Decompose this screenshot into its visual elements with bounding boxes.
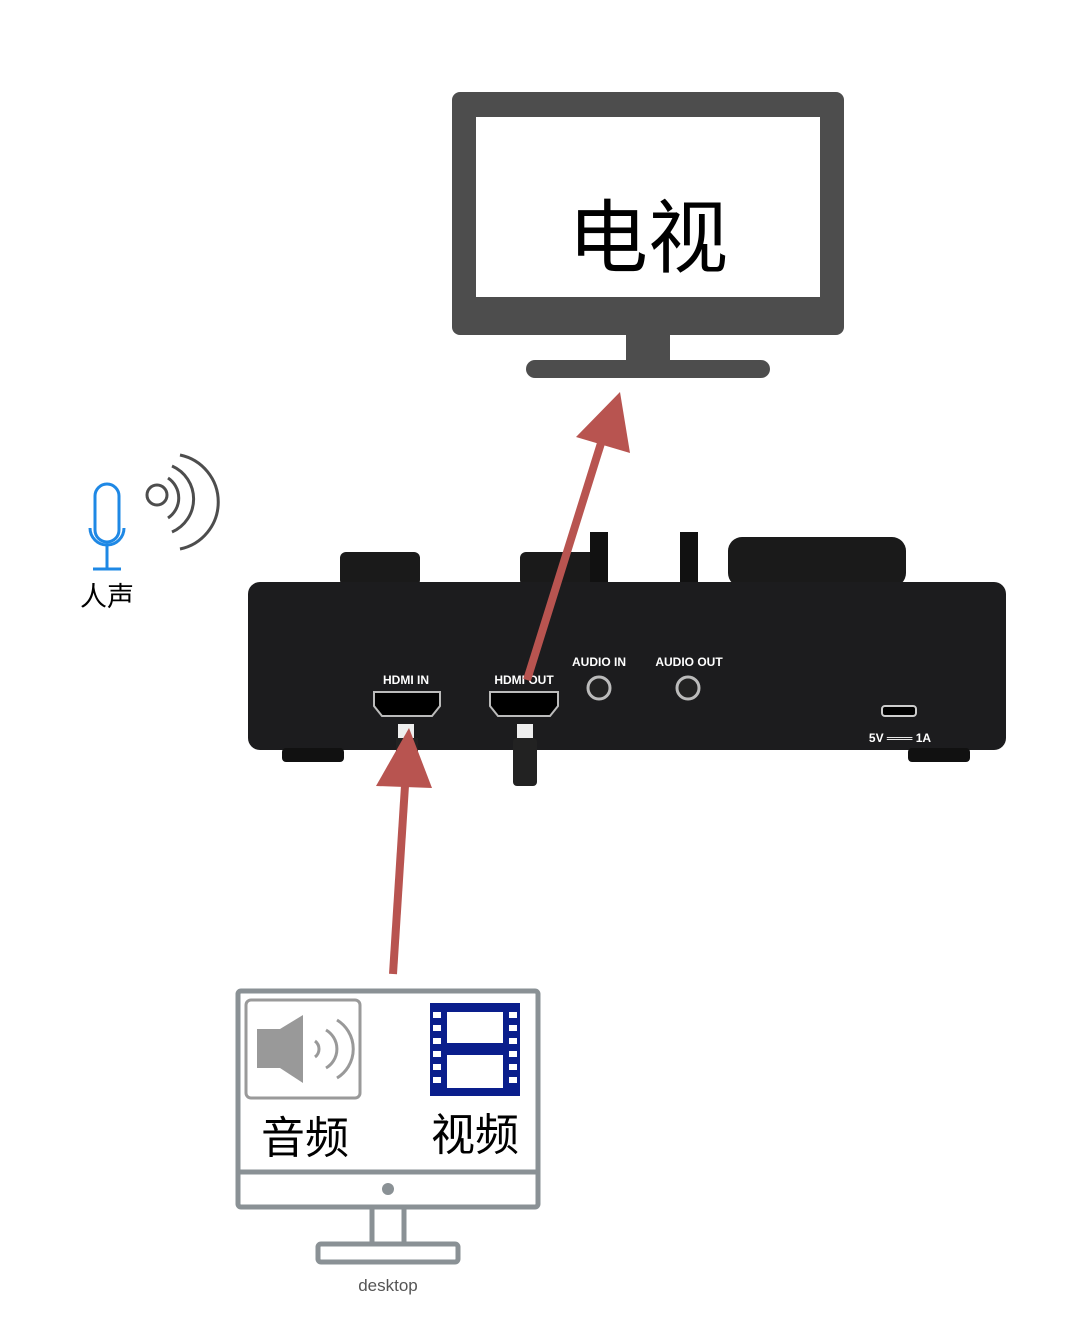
audio-label: 音频 <box>261 1113 349 1164</box>
knob-left <box>340 552 420 586</box>
sound-waves-icon <box>145 453 220 551</box>
voice-label: 人声 <box>80 582 134 613</box>
audio-out-jack <box>675 675 701 701</box>
tv-label: 电视 <box>568 192 728 285</box>
audio-out-label: AUDIO OUT <box>655 655 723 669</box>
hdmi-in-label: HDMI IN <box>383 673 429 687</box>
usb-power-port <box>881 705 917 717</box>
tv-base <box>526 360 770 378</box>
audio-mixer-device: HDMI IN HDMI OUT AUDIO IN AUDIO OUT 5V ═… <box>248 532 1006 786</box>
speaker-icon <box>244 998 362 1100</box>
arrow-desktop-to-device <box>376 728 432 975</box>
hdmi-out-label: HDMI OUT <box>494 673 554 687</box>
monitor-base <box>315 1241 461 1265</box>
power-label: 5V ═══ 1A <box>869 731 932 745</box>
voice-node: 人声 <box>80 453 220 613</box>
hdmi-out-port <box>489 691 559 717</box>
power-dot <box>382 1183 394 1195</box>
desktop-caption: desktop <box>358 1276 418 1295</box>
tv-neck <box>626 333 670 363</box>
device-body <box>248 582 1006 750</box>
knob-large <box>728 537 906 587</box>
tv-node: 电视 <box>452 92 844 378</box>
audio-in-jack <box>586 675 612 701</box>
desktop-node: 音频 视频 desktop <box>235 988 541 1295</box>
audio-in-label: AUDIO IN <box>572 655 626 669</box>
arrow-device-to-tv <box>523 392 630 682</box>
microphone-icon <box>88 482 126 571</box>
hdmi-in-port <box>373 691 441 717</box>
tv-screen <box>476 117 820 297</box>
film-icon <box>430 1003 520 1096</box>
video-label: 视频 <box>431 1110 519 1161</box>
